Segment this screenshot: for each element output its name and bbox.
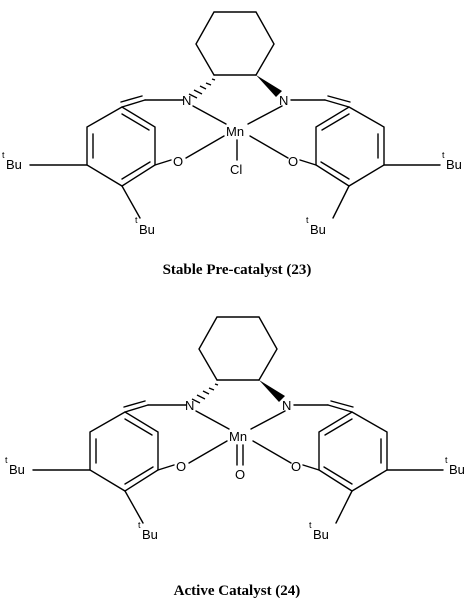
tbu-right-ortho-super: t [306, 215, 309, 225]
caption-active-catalyst: Active Catalyst (24) [174, 583, 301, 599]
aromatic-inner-right-2 [320, 161, 350, 180]
aromatic-inner-left-2 [121, 161, 151, 180]
phenol-ring-left [89, 411, 159, 492]
cyclohexane-ring [198, 316, 278, 381]
tbu-right-ortho-label: Bu [313, 527, 329, 542]
tbu-ortho-bond-left [121, 185, 141, 219]
phenol-ring-right [318, 411, 388, 492]
solid-wedge-right [256, 75, 282, 97]
tbu-ortho-bond-left [124, 490, 144, 524]
mn-o-right-bond [249, 135, 289, 159]
tbu-right-ortho-super: t [309, 520, 312, 530]
tbu-right-label: Bu [449, 462, 465, 477]
imine-double-left-2 [120, 95, 143, 103]
atom-o-right: O [291, 459, 301, 474]
atom-metal: Mn [226, 124, 244, 139]
atom-n-left: N [185, 398, 194, 413]
tbu-ortho-bond-right [335, 490, 353, 524]
atom-n-right: N [279, 93, 288, 108]
aromatic-inner-right-2 [323, 466, 353, 485]
atom-metal: Mn [229, 429, 247, 444]
caption-pre-catalyst: Stable Pre-catalyst (23) [163, 262, 312, 278]
aromatic-inner-right-3 [321, 113, 350, 131]
tbu-left-ortho-label: Bu [142, 527, 158, 542]
tbu-right-super: t [442, 150, 445, 160]
mn-n-left-bond [195, 410, 230, 430]
tbu-ortho-bond-right [332, 185, 350, 219]
atom-axial-ligand: O [235, 467, 245, 482]
aromatic-inner-left-3 [124, 418, 153, 436]
aromatic-inner-left-3 [121, 113, 150, 131]
atom-n-right: N [282, 398, 291, 413]
tbu-left-super: t [2, 150, 5, 160]
molecule-pre-catalyst: N N Mn O O Cl t Bu t Bu t Bu t Bu Stable… [2, 11, 462, 278]
atom-axial-ligand: Cl [230, 162, 242, 177]
tbu-left-ortho-super: t [138, 520, 141, 530]
molecule-active-catalyst: N N Mn O O O t Bu t Bu t Bu t Bu Active … [5, 316, 465, 599]
hashed-wedge-left [188, 78, 216, 99]
imine-double-right-2 [327, 95, 351, 103]
c-o-bond-right [302, 464, 320, 471]
mn-o-right-bond [252, 440, 292, 464]
atom-n-left: N [182, 93, 191, 108]
imine-double-left [121, 99, 146, 108]
aromatic-inner-right-3 [324, 418, 353, 436]
mn-n-right-bond [247, 105, 283, 125]
tbu-left-label: Bu [6, 157, 22, 172]
c-o-bond-right [299, 159, 317, 166]
tbu-right-ortho-label: Bu [310, 222, 326, 237]
imine-double-right [324, 99, 350, 108]
c-o-bond-left [157, 464, 175, 471]
mn-n-left-bond [192, 105, 227, 125]
atom-o-left: O [176, 459, 186, 474]
imine-double-right-2 [330, 400, 354, 408]
imine-double-left-2 [123, 400, 146, 408]
tbu-left-ortho-super: t [135, 215, 138, 225]
solid-wedge-right [259, 380, 285, 402]
phenol-ring-right [315, 106, 385, 187]
mn-o-left-bond [188, 440, 228, 464]
mn-o-left-bond [185, 135, 225, 159]
imine-double-right [327, 404, 353, 413]
cyclohexane-ring [195, 11, 275, 76]
tbu-left-ortho-label: Bu [139, 222, 155, 237]
tbu-right-super: t [445, 455, 448, 465]
hashed-wedge-left [191, 383, 219, 404]
tbu-left-label: Bu [9, 462, 25, 477]
atom-o-right: O [288, 154, 298, 169]
tbu-right-label: Bu [446, 157, 462, 172]
mn-n-right-bond [250, 410, 286, 430]
phenol-ring-left [86, 106, 156, 187]
tbu-left-super: t [5, 455, 8, 465]
atom-o-left: O [173, 154, 183, 169]
c-o-bond-left [154, 159, 172, 166]
aromatic-inner-left-2 [124, 466, 154, 485]
imine-double-left [124, 404, 149, 413]
